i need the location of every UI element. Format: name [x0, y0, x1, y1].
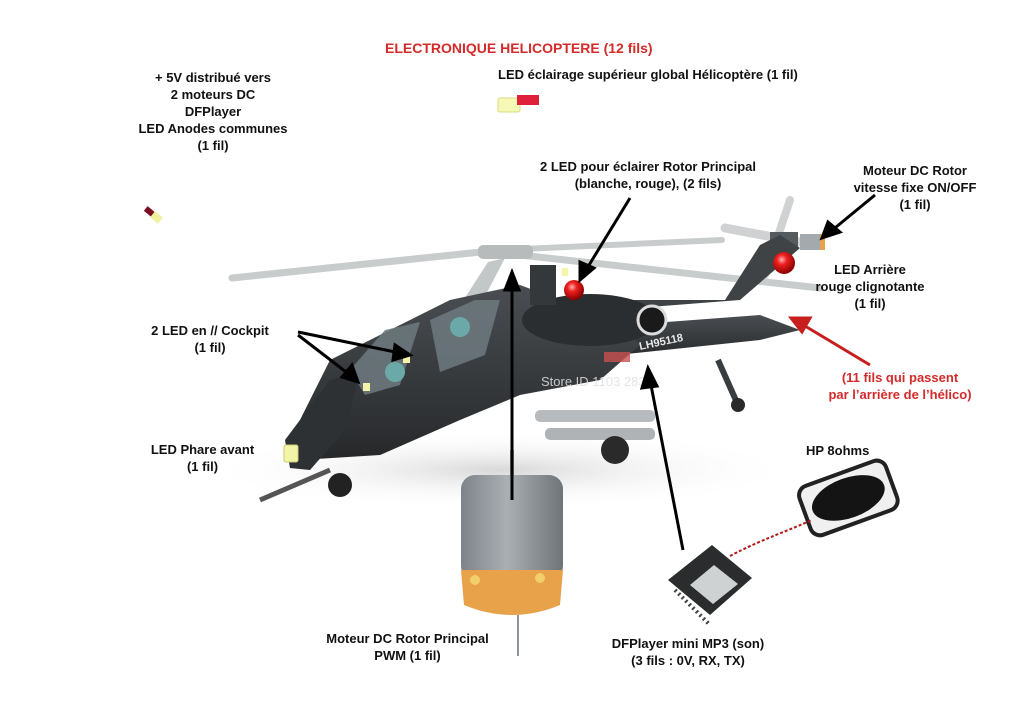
top-led-component — [497, 95, 539, 113]
label-line: LED Phare avant — [150, 442, 255, 457]
arrowhead — [339, 362, 361, 385]
label-line: 2 moteurs DC — [170, 87, 256, 102]
arrow-cockpit-2 — [297, 333, 351, 377]
label-line: (1 fil) — [197, 138, 229, 153]
label-line: (1 fil) — [186, 459, 219, 474]
label-line: (1 fil) — [854, 296, 886, 311]
arrowhead — [391, 342, 414, 363]
arrow-tail-motor — [829, 193, 876, 234]
arrow-cockpit-1 — [297, 330, 401, 355]
label-line: 2 LED pour éclairer Rotor Principal — [540, 159, 756, 174]
cockpit-led-2 — [403, 355, 410, 363]
label-line: PWM (1 fil) — [374, 648, 441, 663]
arrowhead — [639, 363, 660, 390]
rear-red-led — [773, 252, 795, 274]
label-dfplayer: DFPlayer mini MP3 (son) (3 fils : 0V, RX… — [583, 635, 793, 669]
label-line: 2 LED en // Cockpit — [151, 323, 269, 338]
label-line: (3 fils : 0V, RX, TX) — [631, 653, 745, 668]
annotation-arrows — [297, 193, 876, 551]
label-cockpit-leds: 2 LED en // Cockpit (1 fil) — [130, 322, 290, 356]
helicopter-body: LH95118 Store ID 1103 2835 — [259, 235, 800, 503]
speaker — [797, 458, 900, 538]
speaker-wire — [729, 519, 813, 557]
label-line: (1 fil) — [194, 340, 226, 355]
headlight-led — [283, 444, 299, 463]
arrowhead — [819, 219, 844, 241]
label-power-distribution: + 5V distribué vers 2 moteurs DC DFPlaye… — [108, 69, 318, 154]
watermark: Store ID 1103 2835 — [541, 374, 653, 389]
label-line: (blanche, rouge), (2 fils) — [574, 176, 722, 191]
label-line: (1 fil) — [899, 197, 931, 212]
label-line: par l’arrière de l’hélico) — [828, 387, 972, 402]
label-line: DFPlayer mini MP3 (son) — [611, 636, 765, 651]
arrow-rotor-leds — [584, 197, 632, 271]
label-rear-led: LED Arrière rouge clignotante (1 fil) — [795, 261, 945, 312]
label-headlight: LED Phare avant (1 fil) — [135, 441, 270, 475]
cockpit-led-1 — [363, 383, 370, 391]
label-line: Moteur DC Rotor — [863, 163, 967, 178]
label-rear-wires: (11 fils qui passent par l’arrière de l’… — [800, 369, 1000, 403]
dfplayer-module — [668, 545, 752, 627]
power-led-component — [143, 206, 163, 224]
diagram-title: ELECTRONIQUE HELICOPTERE (12 fils) — [385, 40, 653, 56]
label-line: LED Anodes communes — [138, 121, 288, 136]
arrow-dfplayer — [648, 379, 685, 551]
label-line: Moteur DC Rotor Principal — [326, 631, 489, 646]
label-main-motor: Moteur DC Rotor Principal PWM (1 fil) — [300, 630, 515, 664]
tail-motor — [800, 234, 825, 250]
label-line: DFPlayer — [184, 104, 242, 119]
arrowhead — [502, 267, 522, 292]
label-speaker: HP 8ohms — [806, 443, 870, 458]
label-rotor-leds: 2 LED pour éclairer Rotor Principal (bla… — [508, 158, 788, 192]
label-line: LED Arrière — [834, 262, 906, 277]
rotor-white-led — [562, 268, 568, 276]
rotor-red-led — [564, 280, 584, 300]
label-line: vitesse fixe ON/OFF — [853, 180, 977, 195]
label-tail-motor: Moteur DC Rotor vitesse fixe ON/OFF (1 f… — [830, 162, 1000, 213]
label-line: rouge clignotante — [815, 279, 925, 294]
arrowhead — [578, 259, 597, 284]
main-motor — [461, 450, 563, 656]
arrow-rear-wires — [787, 316, 871, 367]
label-line: (11 fils qui passent — [841, 370, 959, 385]
label-line: + 5V distribué vers — [155, 70, 271, 85]
label-top-led: LED éclairage supérieur global Hélicoptè… — [498, 67, 798, 82]
